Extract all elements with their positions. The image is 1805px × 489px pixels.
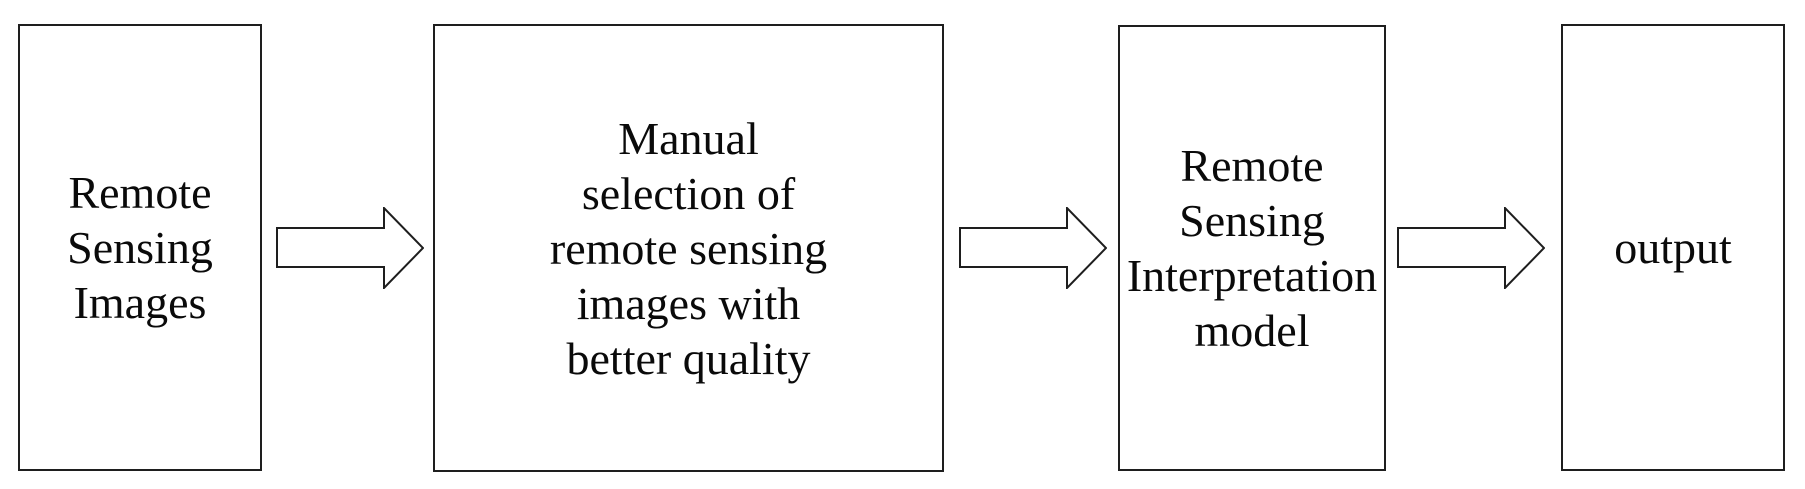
node-label: output <box>1614 222 1732 273</box>
node-label: Remote Sensing Images <box>67 167 213 328</box>
node-manual-selection: Manual selection of remote sensing image… <box>433 24 944 472</box>
flow-arrow-icon <box>276 207 424 289</box>
flow-arrow-icon <box>1397 207 1545 289</box>
node-label: Manual selection of remote sensing image… <box>549 112 828 384</box>
flow-arrow-icon <box>959 207 1107 289</box>
node-label: Remote Sensing Interpretation model <box>1126 140 1378 356</box>
node-remote-sensing-images: Remote Sensing Images <box>18 24 262 471</box>
node-output: output <box>1561 24 1785 471</box>
node-interpretation-model: Remote Sensing Interpretation model <box>1118 25 1386 471</box>
